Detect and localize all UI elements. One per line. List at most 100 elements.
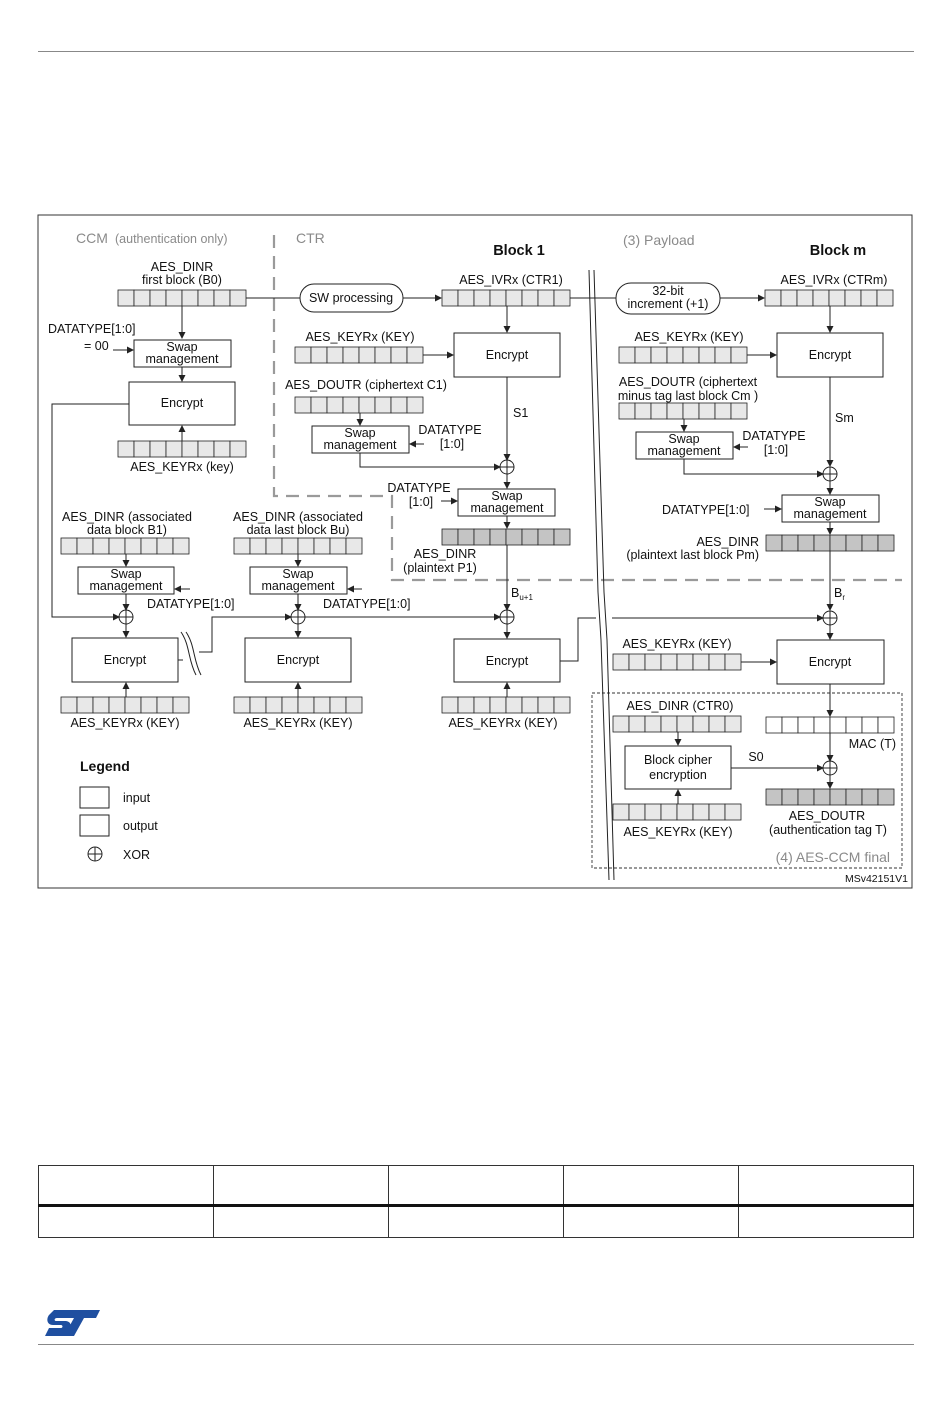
- doutr-tag-label: AES_DOUTR: [789, 809, 865, 823]
- xor-br: [822, 610, 838, 626]
- xor-cross: [119, 610, 133, 624]
- register-cell: [294, 396, 312, 414]
- xor-cross: [500, 610, 514, 624]
- register-cell: [229, 289, 247, 307]
- bu1-main: B: [511, 586, 519, 600]
- ivr-ctr1-register: [441, 289, 571, 307]
- register-cell: [553, 289, 571, 307]
- register-cell: [724, 715, 742, 733]
- keyr-b1-label: AES_KEYRx (KEY): [70, 716, 179, 730]
- register-cell: [124, 696, 142, 714]
- register-cell: [117, 289, 135, 307]
- swap-cm-label-2: management: [648, 444, 721, 458]
- sw-processing-label: SW processing: [309, 291, 393, 305]
- register-cell: [537, 528, 555, 546]
- register-cell: [781, 534, 799, 552]
- register-cell: [797, 788, 815, 806]
- register-cell: [213, 289, 231, 307]
- register-cell: [553, 528, 571, 546]
- keyr-bu1-register: [441, 696, 571, 714]
- swap-bu-label: Swap: [282, 567, 313, 581]
- datatype-bu-label: DATATYPE[1:0]: [323, 597, 411, 611]
- register-cell: [76, 696, 94, 714]
- register-cell: [265, 537, 283, 555]
- swap-pm-label-2: management: [794, 507, 867, 521]
- register-cell: [876, 289, 894, 307]
- datatype-c1-label: DATATYPE: [418, 423, 481, 437]
- break-mark-b: [185, 631, 202, 676]
- register-cell: [294, 346, 312, 364]
- register-cell: [845, 716, 863, 734]
- register-cell: [812, 289, 830, 307]
- datatype-p1-label-2: [1:0]: [409, 495, 433, 509]
- dinr-bu-label: AES_DINR (associated: [233, 510, 363, 524]
- register-cell: [764, 289, 782, 307]
- dinr-bu-label-2: data last block Bu): [247, 523, 350, 537]
- register-cell: [156, 696, 174, 714]
- register-cell: [172, 537, 190, 555]
- register-cell: [634, 346, 652, 364]
- register-cell: [60, 696, 78, 714]
- register-cell: [660, 715, 678, 733]
- register-cell: [249, 537, 267, 555]
- register-cell: [797, 534, 815, 552]
- ccm-section-sub: (authentication only): [115, 232, 228, 246]
- register-cell: [829, 716, 847, 734]
- register-cell: [644, 803, 662, 821]
- dinr-bu-register: [233, 537, 363, 555]
- swap-bu-label-2: management: [262, 579, 335, 593]
- keyr-b1-register: [60, 696, 190, 714]
- register-cell: [326, 396, 344, 414]
- table-cell: [388, 1205, 564, 1238]
- datatype-b1-label: DATATYPE[1:0]: [147, 597, 235, 611]
- encrypt-ctr1-box: [453, 332, 561, 378]
- register-cell: [149, 289, 167, 307]
- register-cell: [829, 534, 847, 552]
- ivr-ctrm-register: [764, 289, 894, 307]
- aes-ccm-diagram: CCM (authentication only) CTR (3) Payloa…: [37, 214, 913, 889]
- register-cell: [612, 653, 630, 671]
- xor-cross: [823, 611, 837, 625]
- register-cell: [730, 346, 748, 364]
- register-cell: [457, 289, 475, 307]
- keyr-br-register: [612, 653, 742, 671]
- register-cell: [117, 440, 135, 458]
- register-cell: [149, 440, 167, 458]
- swap-b1-label: Swap: [110, 567, 141, 581]
- dinr-b0-label: AES_DINR: [151, 260, 214, 274]
- encrypt-bu1-label: Encrypt: [486, 654, 529, 668]
- blockm-heading: Block m: [810, 243, 866, 259]
- keyr-final-label: AES_KEYRx (KEY): [623, 825, 732, 839]
- register-cell: [628, 653, 646, 671]
- register-cell: [612, 803, 630, 821]
- table-row: [38, 1205, 914, 1238]
- register-cell: [708, 715, 726, 733]
- legend-output-swatch: [79, 814, 110, 837]
- register-cell: [60, 537, 78, 555]
- register-cell: [473, 289, 491, 307]
- register-cell: [553, 696, 571, 714]
- register-cell: [698, 402, 716, 420]
- swap-cm-box: [635, 431, 734, 460]
- bu1-label: Bu+1: [511, 586, 533, 602]
- doutr-c1-register: [294, 396, 424, 414]
- table-cell: [738, 1205, 914, 1238]
- doutr-cm-label: AES_DOUTR (ciphertext: [619, 375, 758, 389]
- swap-cm-label: Swap: [668, 432, 699, 446]
- encrypt-br-label: Encrypt: [809, 655, 852, 669]
- swap-p1-label: Swap: [491, 489, 522, 503]
- encrypt-b1-label: Encrypt: [104, 653, 147, 667]
- xor-bu1: [499, 609, 515, 625]
- register-cell: [92, 537, 110, 555]
- keyr-ctrm-register: [618, 346, 748, 364]
- register-cell: [692, 803, 710, 821]
- swap-b1-label-2: management: [90, 579, 163, 593]
- keyr-ctr1-register: [294, 346, 424, 364]
- swap-b0-label-2: management: [146, 352, 219, 366]
- register-cell: [358, 346, 376, 364]
- register-cell: [133, 289, 151, 307]
- register-cell: [342, 396, 360, 414]
- register-cell: [813, 788, 831, 806]
- st-logo-shape: [45, 1310, 100, 1336]
- dinr-pm-label: AES_DINR: [696, 535, 759, 549]
